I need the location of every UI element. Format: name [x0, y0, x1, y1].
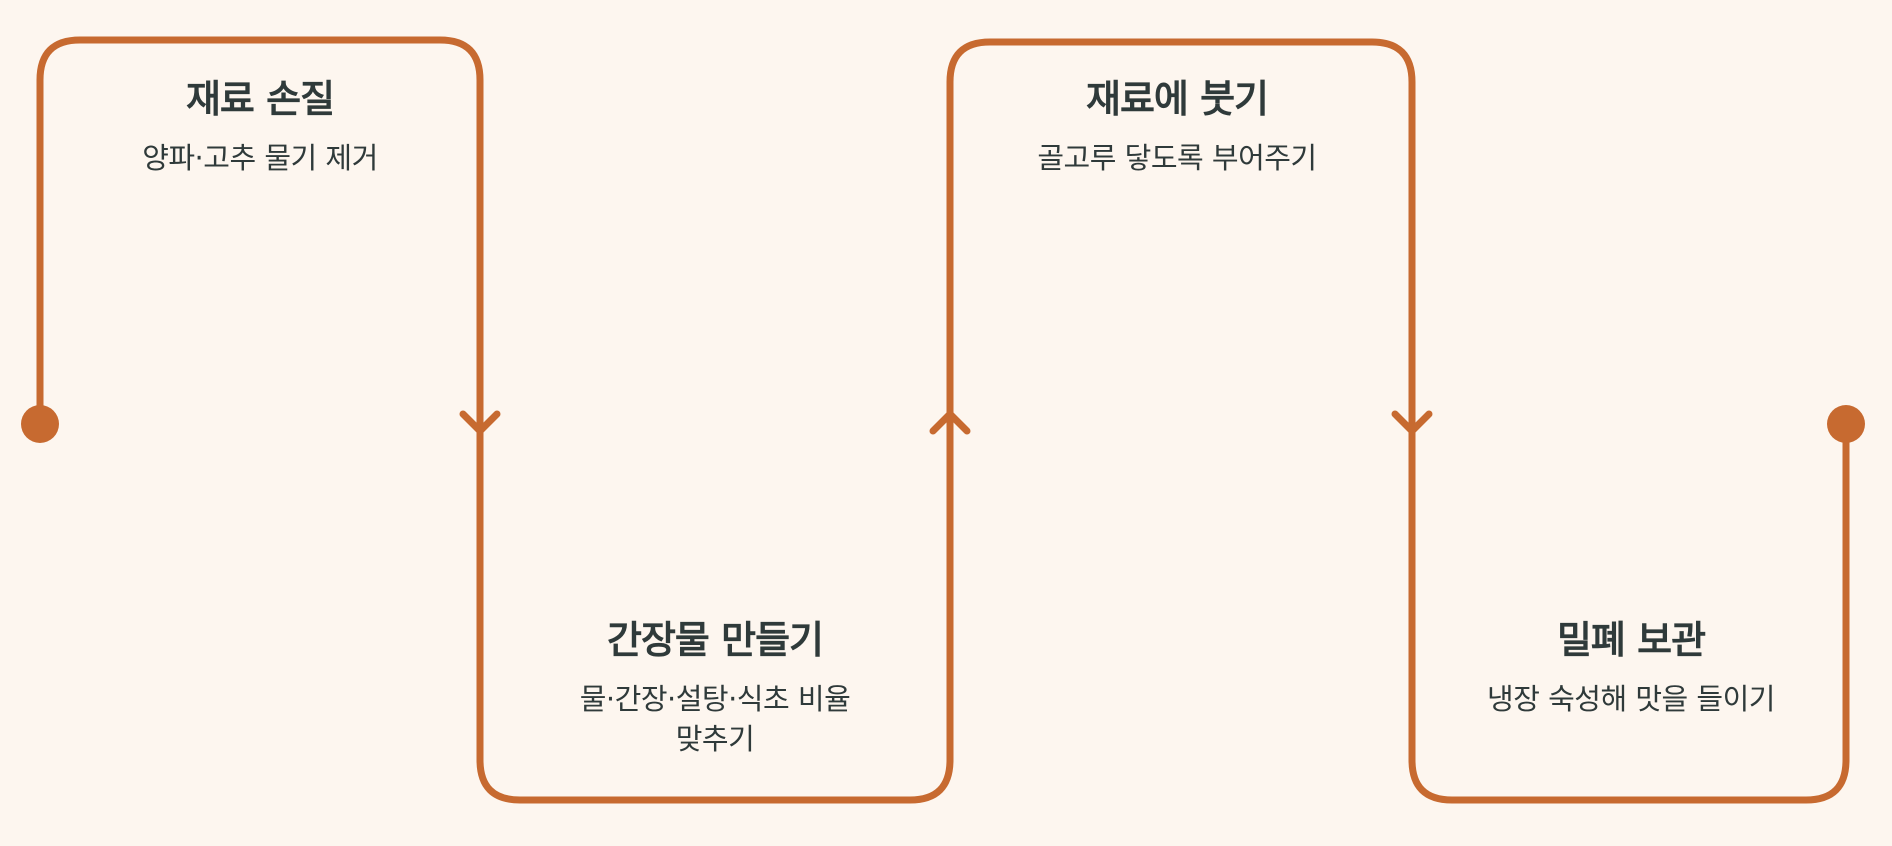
step-1: 재료 손질 양파·고추 물기 제거 — [100, 76, 420, 178]
flow-connector-line — [36, 36, 1850, 804]
flow-start-dot — [21, 405, 59, 443]
step-description: 냉장 숙성해 맛을 들이기 — [1487, 682, 1775, 716]
arrow-down-icon — [459, 410, 501, 435]
step-2: 간장물 만들기 물·간장·설탕·식초 비율 맞추기 — [555, 617, 875, 759]
step-4: 밀폐 보관 냉장 숙성해 맛을 들이기 — [1471, 617, 1791, 719]
step-description: 골고루 닿도록 부어주기 — [1037, 141, 1317, 175]
flow-end-dot — [1827, 405, 1865, 443]
step-title: 재료 손질 — [185, 77, 335, 121]
step-description: 물·간장·설탕·식초 비율 맞추기 — [579, 682, 851, 756]
step-title: 간장물 만들기 — [607, 618, 824, 662]
step-3: 재료에 붓기 골고루 닿도록 부어주기 — [1017, 76, 1337, 178]
step-description: 양파·고추 물기 제거 — [142, 141, 378, 175]
arrow-down-icon — [1391, 410, 1433, 435]
step-title: 재료에 붓기 — [1085, 77, 1269, 121]
step-title: 밀폐 보관 — [1556, 618, 1706, 662]
arrow-up-icon — [929, 410, 971, 435]
